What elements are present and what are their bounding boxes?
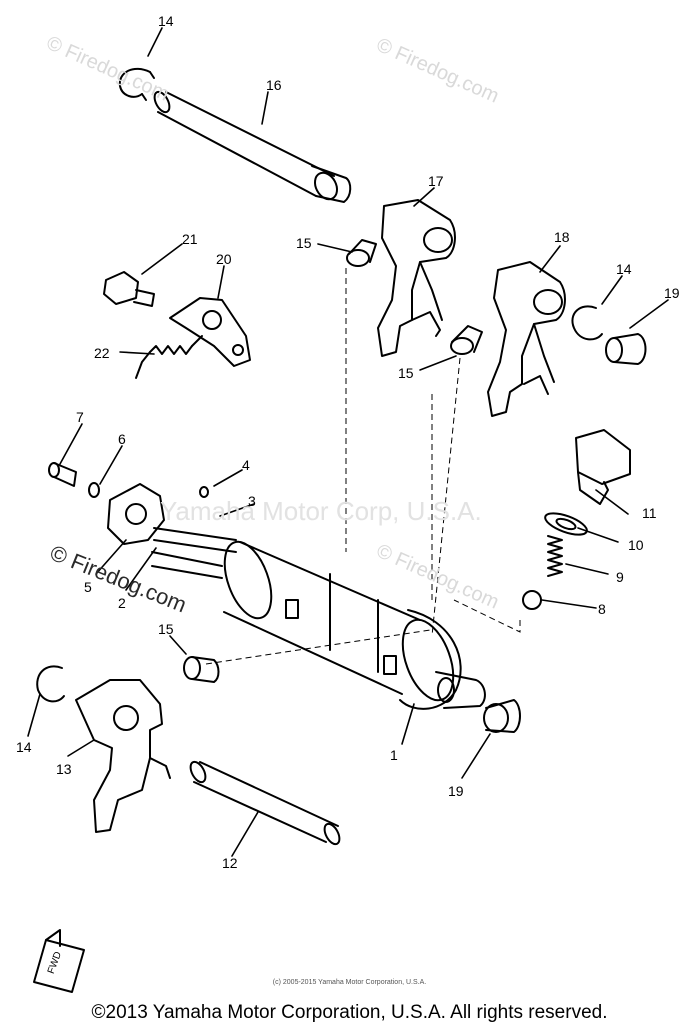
pin-15-top [346, 239, 377, 267]
callout-22: 22 [94, 345, 110, 361]
fwd-arrow-shape [33, 929, 85, 993]
washer-6 [88, 482, 100, 498]
callout-4: 4 [242, 457, 250, 473]
callout-19-top: 19 [664, 285, 680, 301]
shift-fork-17 [377, 199, 456, 357]
circlip-14-low [36, 665, 65, 703]
cap-19-top [605, 333, 647, 365]
callout-15-top: 15 [296, 235, 312, 251]
shift-shaft-12 [189, 760, 341, 846]
spring-22 [135, 335, 203, 379]
pin-15-mid [450, 325, 483, 355]
callout-17: 17 [428, 173, 444, 189]
circlip-14-top [118, 67, 155, 101]
callout-7: 7 [76, 409, 84, 425]
watermark-yamaha: Yamaha Motor Corp, U.S.A. [160, 496, 482, 526]
copyright-notice: ©2013 Yamaha Motor Corporation, U.S.A. A… [91, 1002, 608, 1023]
callout-13: 13 [56, 761, 72, 777]
spring-9 [547, 535, 563, 577]
callout-1: 1 [390, 747, 398, 763]
pin-15-low [183, 656, 220, 683]
shift-fork-18 [487, 261, 566, 417]
gasket-10 [544, 512, 588, 536]
shift-drum-1 [223, 540, 486, 710]
callout-16: 16 [266, 77, 282, 93]
callout-12: 12 [222, 855, 238, 871]
callout-18: 18 [554, 229, 570, 245]
segment-plate-5 [107, 483, 165, 545]
callout-14-top: 14 [158, 13, 174, 29]
ball-8 [522, 590, 542, 610]
screw-7 [48, 462, 77, 487]
shift-fork-13 [75, 679, 171, 833]
callout-19-low: 19 [448, 783, 464, 799]
shift-shaft-16 [153, 90, 352, 203]
circlip-14-right [571, 305, 603, 341]
callout-2: 2 [118, 595, 126, 611]
callout-15-mid: 15 [398, 365, 414, 381]
bolt-21 [103, 271, 155, 307]
plug-bolt-11 [575, 429, 631, 505]
pins-2-3 [151, 527, 237, 579]
callout-10: 10 [628, 537, 644, 553]
cap-19-low [483, 699, 521, 733]
callout-11: 11 [642, 505, 657, 521]
callout-8: 8 [598, 601, 606, 617]
callout-21: 21 [182, 231, 198, 247]
callout-9: 9 [616, 569, 624, 585]
callout-14-right: 14 [616, 261, 632, 277]
callout-6: 6 [118, 431, 126, 447]
callout-3: 3 [248, 493, 256, 509]
fine-print: (c) 2005-2015 Yamaha Motor Corporation, … [272, 979, 427, 986]
stopper-lever-20 [169, 297, 251, 367]
callout-20: 20 [216, 251, 232, 267]
callout-5: 5 [84, 579, 92, 595]
dowel-4 [199, 486, 209, 498]
callout-15-low: 15 [158, 621, 174, 637]
callout-14-low: 14 [16, 739, 32, 755]
